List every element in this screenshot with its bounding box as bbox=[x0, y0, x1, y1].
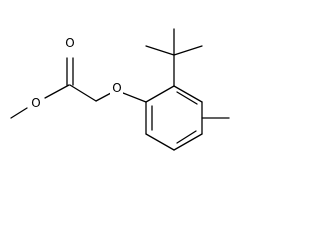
bond-aryl-o-ring bbox=[122, 92, 147, 103]
carbonyl-oxygen-label: O bbox=[65, 36, 74, 50]
ring-bond-2-3 bbox=[173, 85, 203, 103]
bond-tbutyl-methyl-right bbox=[173, 45, 203, 56]
aryl-ether-oxygen-mask bbox=[110, 80, 123, 96]
bond-tbutyl-methyl-left bbox=[145, 45, 175, 56]
bond-methyl-ester-o bbox=[10, 107, 28, 119]
carbonyl-oxygen-mask bbox=[63, 34, 76, 50]
ester-oxygen-label: O bbox=[31, 96, 40, 110]
ring-bond-5-6 bbox=[145, 133, 175, 151]
ester-oxygen-mask bbox=[29, 95, 42, 111]
ring-bond-1-2 bbox=[145, 85, 175, 103]
bond-carbonyl-ch2 bbox=[69, 84, 97, 102]
ring-bond-4-5 bbox=[173, 133, 203, 151]
chemical-structure: O O O bbox=[10, 28, 230, 151]
ring-inner-bond-a bbox=[176, 91, 198, 105]
bond-ch2-aryl-o bbox=[95, 92, 112, 102]
bond-ester-o-carbonyl-c bbox=[44, 84, 70, 99]
ring-inner-bond-b bbox=[176, 130, 197, 144]
aryl-ether-oxygen-label: O bbox=[112, 81, 121, 95]
